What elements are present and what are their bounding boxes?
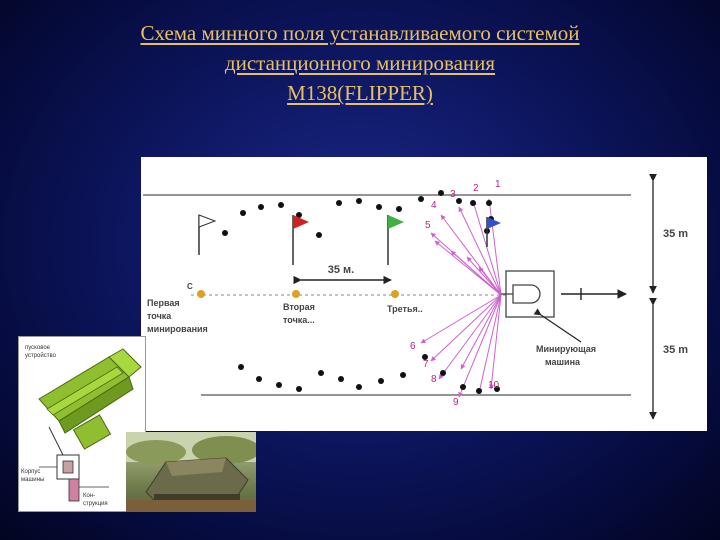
mine-4 <box>278 202 284 208</box>
fan-number-6: 6 <box>410 341 416 352</box>
second-point-marker <box>292 290 300 298</box>
mines-group <box>222 190 500 394</box>
mine-7 <box>336 200 342 206</box>
mine-25 <box>378 378 384 384</box>
mine-23 <box>338 376 344 382</box>
launch-fan <box>421 199 501 397</box>
fan-number-4: 4 <box>431 200 437 211</box>
mine-13 <box>456 198 462 204</box>
fan-line-2 <box>473 201 501 295</box>
width-top-label: 35 m <box>663 228 688 240</box>
fan-number-10: 10 <box>488 380 500 391</box>
launcher-label-top-2: устройство <box>25 352 57 359</box>
mine-15 <box>486 200 492 206</box>
first-point-line-2: точка <box>147 311 172 321</box>
mine-19 <box>256 376 262 382</box>
mine-14 <box>470 200 476 206</box>
mine-20 <box>276 382 282 388</box>
third-point-label: Третья.. <box>387 304 423 314</box>
mine-29 <box>460 384 466 390</box>
third-point-marker <box>391 290 399 298</box>
fan-number-8: 8 <box>431 374 437 385</box>
mine-11 <box>418 196 424 202</box>
launcher-label-top-1: пусковое <box>25 345 51 351</box>
minefield-svg: 35 м. C Первая точка минирования Вторая … <box>141 157 707 431</box>
mine-3 <box>258 204 264 210</box>
mine-18 <box>238 364 244 370</box>
mine-12 <box>438 190 444 196</box>
vehicle-photo-svg <box>126 432 256 512</box>
distance-label: 35 м. <box>328 264 355 276</box>
launcher-label-bottom-1: Кон- <box>83 493 95 499</box>
width-bottom-label: 35 m <box>663 344 688 356</box>
fan-line-11 <box>431 295 501 361</box>
fan-line-10 <box>421 295 501 343</box>
white-flag-icon <box>199 215 215 255</box>
fan-line-7 <box>451 251 501 295</box>
vehicle-pointer-line <box>541 315 581 342</box>
mine-8 <box>356 198 362 204</box>
mine-10 <box>396 206 402 212</box>
first-point-line-3: минирования <box>147 324 208 334</box>
title-line-1: Схема минного поля устанавливаемого сист… <box>20 18 700 48</box>
mine-26 <box>400 372 406 378</box>
minelaying-vehicle-icon <box>501 271 554 317</box>
fan-number-7: 7 <box>423 359 429 370</box>
green-flag-icon <box>388 215 404 265</box>
mine-28 <box>440 370 446 376</box>
launcher-label-left-1: Корпус <box>21 469 40 475</box>
minefield-diagram: 35 м. C Первая точка минирования Вторая … <box>141 157 707 431</box>
mine-22 <box>318 370 324 376</box>
mine-9 <box>376 204 382 210</box>
vehicle-label-line-2: машина <box>545 357 581 367</box>
fan-number-3: 3 <box>450 189 456 200</box>
fan-number-1: 1 <box>495 179 501 190</box>
second-point-line-1: Вторая <box>283 302 315 312</box>
launcher-label-bottom-2: струкция <box>83 501 108 507</box>
fan-line-16 <box>461 295 501 369</box>
title-line-3: М138(FLIPPER) <box>20 78 700 108</box>
red-flag-icon <box>293 215 309 265</box>
fan-number-9: 9 <box>453 397 459 408</box>
mine-21 <box>296 386 302 392</box>
fan-line-15 <box>491 295 501 389</box>
mine-2 <box>240 210 246 216</box>
mine-30 <box>476 388 482 394</box>
mine-24 <box>356 384 362 390</box>
title-line-2: дистанционного минирования <box>20 48 700 78</box>
first-point-line-1: Первая <box>147 298 180 308</box>
point-letter: C <box>187 282 193 291</box>
fan-number-2: 2 <box>473 183 479 194</box>
launcher-label-left-2: машины <box>21 477 44 483</box>
first-point-marker <box>197 290 205 298</box>
mine-6 <box>316 232 322 238</box>
fan-number-5: 5 <box>425 220 431 231</box>
vehicle-photo <box>126 432 256 512</box>
mine-1 <box>222 230 228 236</box>
slide-title: Схема минного поля устанавливаемого сист… <box>20 18 700 108</box>
second-point-line-2: точка... <box>283 315 315 325</box>
fan-line-3 <box>459 207 501 295</box>
vehicle-label-line-1: Минирующая <box>536 344 596 354</box>
